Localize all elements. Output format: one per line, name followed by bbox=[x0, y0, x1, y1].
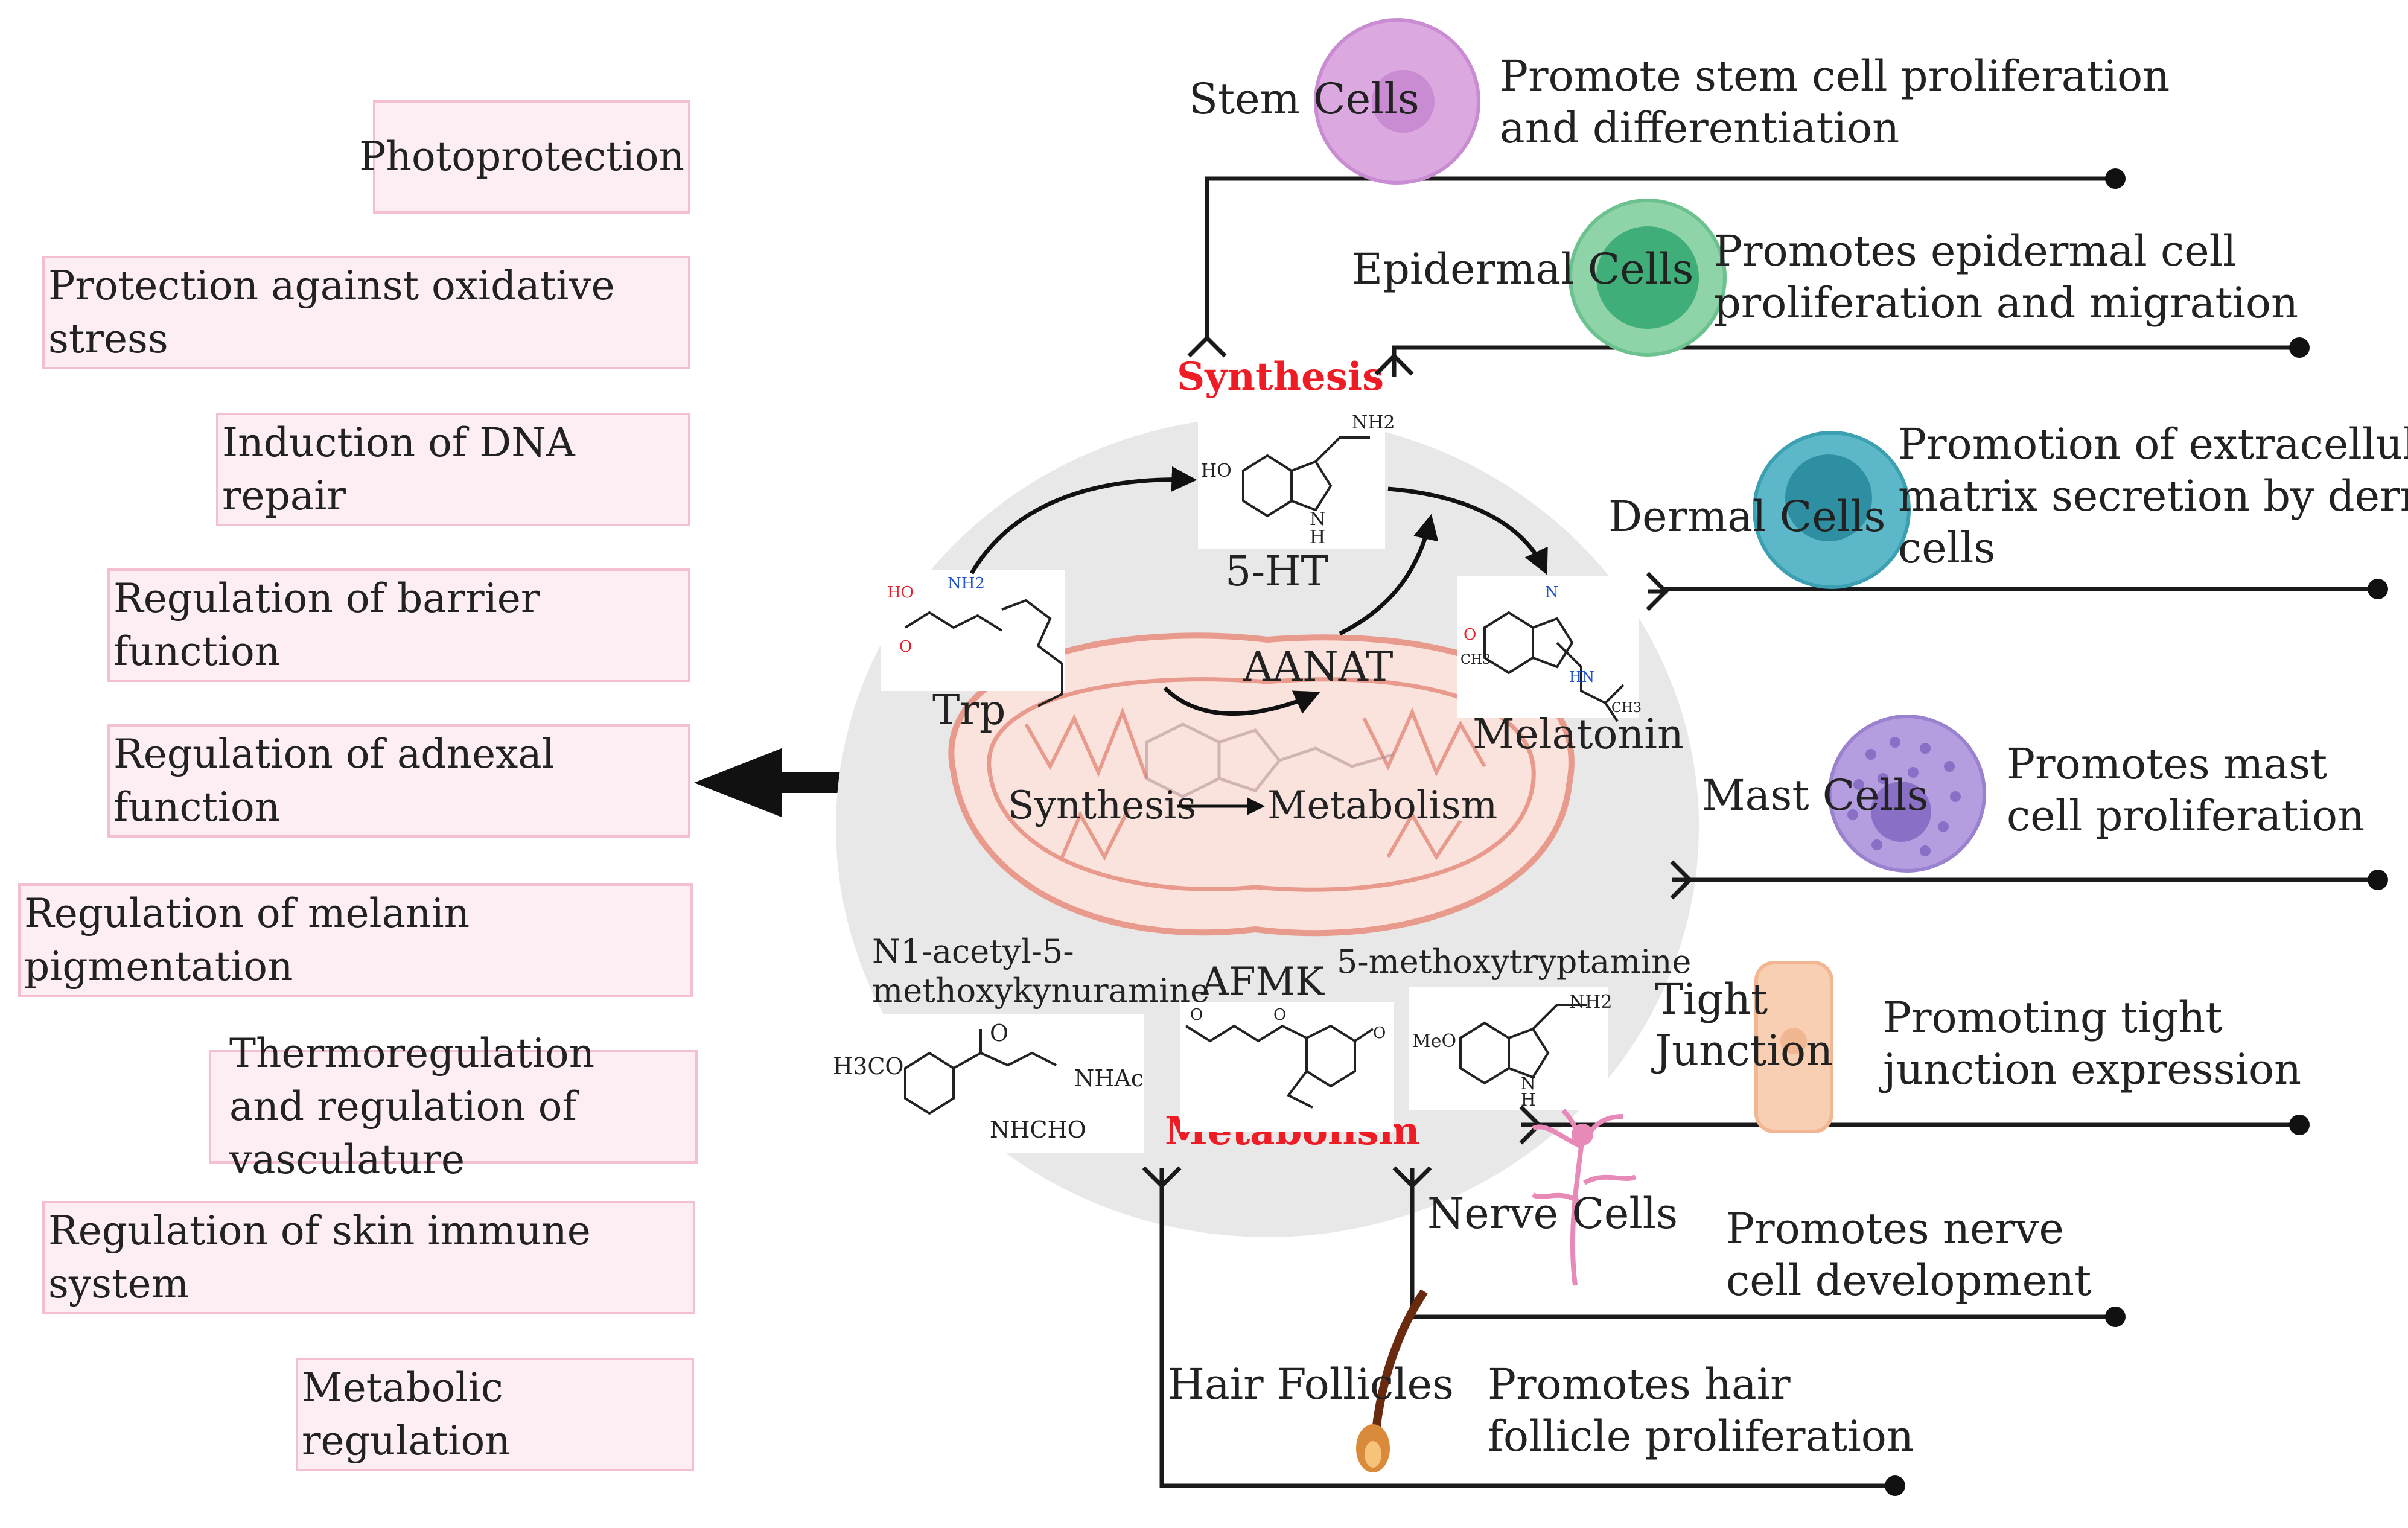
chem-label: O bbox=[1190, 1006, 1203, 1024]
arrow-trp-to-5ht bbox=[969, 466, 1197, 575]
tight-junction-label-2: Junction bbox=[1651, 1026, 1833, 1075]
hair-effect-2: follicle proliferation bbox=[1488, 1412, 1914, 1461]
chem-label: O bbox=[1373, 1024, 1386, 1042]
mito-metabolism-label: Metabolism bbox=[1267, 783, 1497, 828]
function-metabolic: Metabolic regulation bbox=[296, 1358, 694, 1471]
chem-label: NHAc bbox=[1074, 1065, 1144, 1092]
stem-effect-1: Promote stem cell proliferation bbox=[1500, 51, 2170, 101]
arrow-aanat-up bbox=[1339, 514, 1439, 636]
chem-label: N bbox=[1545, 584, 1559, 602]
mitochondrion-icon bbox=[948, 632, 1575, 937]
tryptophan-label: Trp bbox=[932, 687, 1005, 734]
chem-label: NH2 bbox=[1352, 412, 1395, 433]
epidermal-effect-1: Promotes epidermal cell bbox=[1714, 226, 2236, 276]
mast-effect-2: cell proliferation bbox=[2007, 791, 2365, 841]
afmk-fullname-line2: methoxykynuramine bbox=[872, 972, 1209, 1010]
function-oxidative-stress: Protection against oxidative stress bbox=[42, 256, 690, 369]
function-label: Regulation of adnexal function bbox=[113, 731, 555, 830]
function-label: Induction of DNA repair bbox=[222, 419, 575, 519]
chem-label: N bbox=[1521, 1074, 1536, 1093]
mast-cell-icon bbox=[1828, 715, 1986, 873]
function-barrier: Regulation of barrier function bbox=[107, 568, 690, 682]
tryptophan-molecule: HO NH2 O bbox=[881, 570, 1065, 707]
afmk-fullname-line1: N1-acetyl-5- bbox=[872, 932, 1074, 970]
dermal-effect-2: matrix secretion by dermal bbox=[1898, 471, 2408, 521]
tight-junction-label-1: Tight bbox=[1655, 975, 1768, 1024]
chem-label: NH2 bbox=[948, 575, 985, 593]
chem-label: O bbox=[1464, 626, 1476, 644]
hair-follicles-label: Hair Follicles bbox=[1168, 1360, 1454, 1409]
epidermal-cells-label: Epidermal Cells bbox=[1352, 244, 1693, 294]
aanat-label: AANAT bbox=[1243, 643, 1393, 691]
function-label: Regulation of melanin pigmentation bbox=[24, 890, 470, 990]
tight-junction-icon bbox=[1754, 961, 1833, 1133]
function-adnexal: Regulation of adnexal function bbox=[107, 724, 690, 838]
chem-label: CH3 bbox=[1460, 652, 1491, 667]
chem-label: NHCHO bbox=[990, 1116, 1086, 1143]
function-label: Protection against oxidative stress bbox=[48, 263, 615, 362]
serotonin-label: 5-HT bbox=[1225, 548, 1328, 596]
tight-effect-1: Promoting tight bbox=[1883, 993, 2222, 1042]
epidermal-cell-icon bbox=[1569, 199, 1727, 357]
stem-effect-2: and differentiation bbox=[1500, 103, 1899, 153]
mito-synthesis-label: Synthesis bbox=[1008, 783, 1196, 828]
melatonin-label: Melatonin bbox=[1473, 711, 1684, 759]
function-immune: Regulation of skin immune system bbox=[42, 1201, 695, 1314]
arrow-5ht-to-melatonin bbox=[1387, 486, 1548, 575]
function-dna-repair: Induction of DNA repair bbox=[216, 413, 690, 526]
synthesis-heading: Synthesis bbox=[1177, 354, 1384, 400]
function-label: Photoprotection bbox=[359, 133, 684, 180]
connector-endpoints bbox=[1885, 168, 2388, 1496]
mast-cells-label: Mast Cells bbox=[1702, 771, 1928, 820]
mast-effect-1: Promotes mast bbox=[2007, 739, 2327, 789]
afmk-molecule: O O O bbox=[1180, 1002, 1394, 1132]
5mt-label: 5-methoxytryptamine bbox=[1337, 943, 1691, 981]
chem-label: HO bbox=[1201, 460, 1232, 482]
chem-label: O bbox=[899, 638, 912, 656]
dermal-effect-1: Promotion of extracellular bbox=[1898, 419, 2408, 469]
nerve-effect-2: cell development bbox=[1726, 1256, 2091, 1305]
function-label: Thermoregulation and regulation of vascu… bbox=[229, 1030, 595, 1183]
chem-label: HO bbox=[887, 584, 914, 602]
stem-cell-icon bbox=[1314, 18, 1480, 185]
function-label: Metabolic regulation bbox=[302, 1364, 511, 1464]
hair-follicle-icon bbox=[1356, 1289, 1428, 1472]
arrow-trp-aanat bbox=[1163, 686, 1320, 716]
chem-label: MeO bbox=[1412, 1031, 1456, 1052]
nerve-cell-icon bbox=[1532, 1109, 1637, 1286]
chem-label: O bbox=[1273, 1006, 1286, 1024]
tight-effect-2: junction expression bbox=[1879, 1045, 2301, 1094]
chem-label: O bbox=[990, 1020, 1008, 1046]
chem-label: N bbox=[1310, 509, 1325, 530]
chem-label: H bbox=[1310, 527, 1325, 548]
chem-label: CH3 bbox=[1611, 701, 1642, 716]
function-label: Regulation of skin immune system bbox=[48, 1208, 591, 1307]
dermal-cell-icon bbox=[1753, 431, 1911, 589]
melatonin-molecule: N O CH3 HN CH3 bbox=[1457, 576, 1642, 722]
function-thermoregulation: Thermoregulation and regulation of vascu… bbox=[209, 1030, 698, 1183]
hair-effect-1: Promotes hair bbox=[1488, 1360, 1791, 1409]
connector-lines bbox=[1142, 176, 2378, 1488]
chem-label: HN bbox=[1569, 669, 1594, 686]
dermal-cells-label: Dermal Cells bbox=[1608, 492, 1885, 541]
nerve-effect-1: Promotes nerve bbox=[1726, 1204, 2064, 1253]
serotonin-molecule: NH2 HO N H bbox=[1198, 407, 1395, 549]
afmk-label: AFMK bbox=[1200, 960, 1325, 1004]
function-label: Regulation of barrier function bbox=[113, 575, 540, 675]
function-melanin: Regulation of melanin pigmentation bbox=[18, 883, 693, 997]
dermal-effect-3: cells bbox=[1898, 523, 1995, 573]
nerve-cells-label: Nerve Cells bbox=[1427, 1189, 1678, 1238]
epidermal-effect-2: proliferation and migration bbox=[1714, 278, 2298, 328]
amk-molecule: H3CO O NHAc NHCHO bbox=[824, 1014, 1144, 1153]
chem-label: NH2 bbox=[1569, 992, 1613, 1013]
chem-label: H3CO bbox=[833, 1053, 904, 1080]
5mt-molecule: MeO NH2 N H bbox=[1409, 987, 1613, 1110]
stem-cells-label: Stem Cells bbox=[1189, 74, 1419, 124]
function-photoprotection: Photoprotection bbox=[359, 100, 690, 214]
